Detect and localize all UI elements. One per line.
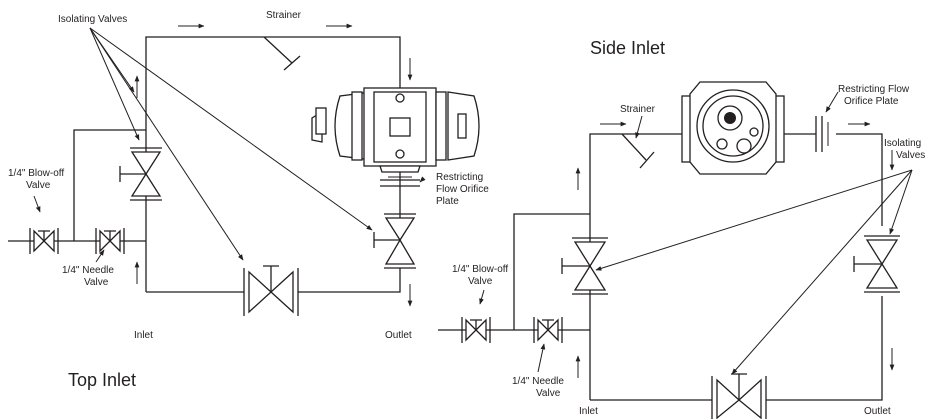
top-pump-side-view [311,87,480,173]
side-bottom-pipe [590,296,883,401]
side-outlet-label: Outlet [864,406,891,417]
side-needle-label-line2: Valve [536,388,561,399]
top-blowoff-label-line1: 1/4" Blow-off [8,168,64,179]
top-inlet-diagram: Isolating Valves Strainer 1/4" Blow-off … [8,10,489,390]
side-top-right-pipe [774,133,883,226]
top-orifice-label-line2: Flow Orifice [436,184,489,195]
side-isolating-label-line2: Valves [896,150,925,161]
top-needle-label-line2: Valve [84,277,109,288]
side-orifice-label-line2: Orifice Plate [844,96,899,107]
side-strainer-label: Strainer [620,104,656,115]
side-isolating-label-line1: Isolating [884,138,921,149]
top-orifice-plate [380,176,420,187]
side-blowoff-label-line1: 1/4" Blow-off [452,264,508,275]
side-pump-front-view [681,81,785,175]
side-needle-valve [533,317,563,343]
top-inlet-title: Top Inlet [68,370,136,390]
top-bypass-loop [73,129,146,241]
top-strainer [263,36,301,71]
side-orifice-plate [815,116,829,152]
top-needle-valve [95,228,125,254]
side-bypass-loop [513,213,590,330]
top-inlet-label: Inlet [134,330,153,341]
top-orifice-label-line1: Restricting [436,172,483,183]
top-bottom-pipe [146,268,401,293]
side-main-pipe [589,133,692,400]
side-isolating-valve-left [561,237,608,295]
top-orifice-label-line3: Plate [436,196,459,207]
side-inlet-diagram: Side Inlet Strainer Restricting Flow Ori… [438,38,925,419]
top-blowoff-label-line2: Valve [26,180,51,191]
top-blowoff-valve [29,228,59,254]
side-inlet-title: Side Inlet [590,38,665,58]
side-orifice-label-line1: Restricting Flow [838,84,910,95]
side-needle-label-line1: 1/4" Needle [512,376,564,387]
top-isolating-valve-bottom [243,265,299,316]
side-isolating-valve-bottom [711,373,767,419]
top-isolating-valves-label: Isolating Valves [58,14,127,25]
top-isolating-valve-right [373,213,416,269]
top-main-pipe [145,36,401,292]
top-strainer-label: Strainer [266,10,302,21]
side-blowoff-label-line2: Valve [468,276,493,287]
side-isolating-valve-right [853,235,900,293]
top-isolating-valve-left [119,147,162,201]
side-strainer [621,133,655,169]
side-blowoff-valve [461,317,491,343]
top-outlet-label: Outlet [385,330,412,341]
top-needle-label-line1: 1/4" Needle [62,265,114,276]
side-inlet-label: Inlet [579,406,598,417]
